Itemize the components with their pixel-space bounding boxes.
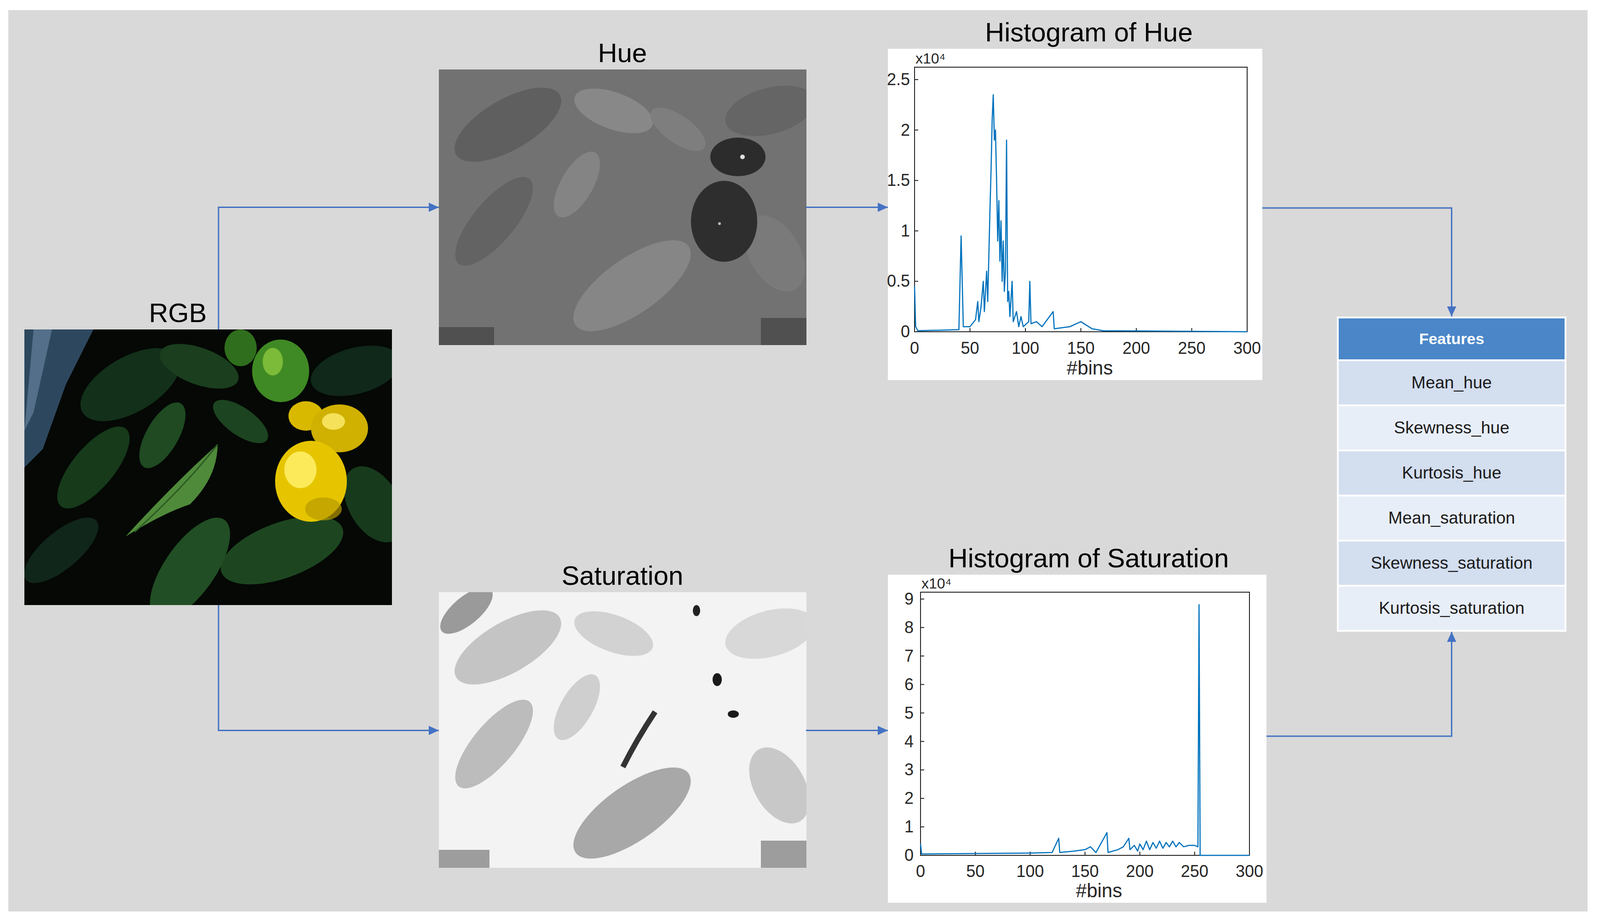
image-panel: Histogram of Saturation	[887, 574, 1267, 903]
feature-row: Kurtosis_saturation	[1338, 586, 1565, 630]
connector-line	[218, 604, 439, 731]
arrowhead	[877, 725, 888, 736]
panel-heading: Saturation	[561, 560, 684, 592]
tick-label: 100	[1016, 862, 1044, 881]
tick-label: 0	[900, 322, 910, 341]
tick-label: 3	[904, 760, 914, 780]
tick-label: 7	[904, 646, 914, 666]
tick-label: 0	[915, 862, 926, 881]
feature-name: Kurtosis_saturation	[1378, 598, 1525, 619]
tick-label: 1	[900, 221, 910, 241]
tick-label: 6	[904, 675, 914, 694]
image-panel: Saturation	[438, 592, 806, 869]
feature-row: Mean_saturation	[1338, 496, 1565, 540]
feature-row: Kurtosis_hue	[1338, 451, 1565, 495]
axis-multiplier: x10⁴	[915, 50, 946, 67]
arrowhead	[1447, 306, 1457, 317]
flow-arrow	[805, 725, 888, 736]
feature-name: Mean_saturation	[1388, 508, 1516, 529]
axis-title: #bins	[1066, 357, 1113, 379]
arrowhead	[1447, 631, 1457, 642]
tick-label: 2	[900, 120, 910, 140]
saturation-plot	[887, 574, 1267, 903]
panel-heading: Histogram of Hue	[984, 17, 1193, 48]
tick-label: 250	[1177, 339, 1206, 358]
tick-label: 200	[1126, 862, 1154, 881]
flow-arrow	[218, 604, 439, 736]
tick-label: 50	[966, 862, 985, 881]
tick-label: 250	[1180, 862, 1209, 881]
tick-label: 2	[904, 789, 914, 808]
tick-label: 300	[1235, 862, 1264, 881]
feature-row: Mean_hue	[1338, 361, 1565, 405]
tick-label: 50	[960, 339, 979, 358]
tick-label: 2.5	[886, 70, 910, 89]
feature-row: Skewness_hue	[1338, 406, 1565, 450]
tick-label: 300	[1233, 339, 1261, 358]
feature-name: Mean_hue	[1411, 373, 1492, 393]
tick-label: 5	[904, 703, 914, 723]
arrowhead	[877, 202, 888, 213]
panel-heading: Hue	[598, 37, 647, 69]
saturation-image	[438, 592, 807, 868]
rgb-photo	[24, 329, 392, 605]
flow-arrow	[1266, 631, 1457, 737]
image-panel: Histogram of Hue	[887, 48, 1263, 380]
tick-label: 150	[1070, 862, 1099, 881]
tick-label: 4	[904, 732, 914, 751]
tick-label: 200	[1122, 339, 1151, 358]
flow-arrow	[218, 202, 439, 330]
connector-line	[1262, 207, 1452, 317]
tick-label: 0	[909, 339, 920, 358]
tick-label: 1.5	[886, 171, 910, 190]
connector-line	[1266, 631, 1452, 737]
arrowhead	[428, 725, 439, 736]
tick-label: 1	[904, 817, 914, 836]
image-panel: Hue	[438, 69, 806, 346]
arrowhead	[428, 202, 439, 213]
tick-label: 0.5	[886, 272, 910, 291]
tick-label: 9	[904, 589, 914, 609]
feature-table: FeaturesMean_hueSkewness_hueKurtosis_hue…	[1336, 316, 1567, 632]
feature-name: Skewness_saturation	[1370, 553, 1533, 574]
panel-heading: Histogram of Saturation	[948, 542, 1229, 574]
hue-plot	[887, 48, 1263, 380]
feature-name: Kurtosis_hue	[1402, 463, 1502, 484]
connector-line	[805, 206, 888, 208]
tick-label: 150	[1066, 339, 1095, 358]
flow-arrow	[1262, 207, 1457, 317]
image-panel: RGB	[24, 329, 392, 605]
feature-row: Skewness_saturation	[1338, 541, 1565, 585]
tick-label: 0	[904, 846, 914, 865]
flow-arrow	[805, 202, 888, 213]
connector-line	[805, 729, 888, 731]
hue-image	[438, 69, 807, 346]
connector-line	[218, 207, 439, 330]
panel-heading: RGB	[149, 297, 208, 329]
axis-title: #bins	[1076, 880, 1123, 902]
feature-name: Skewness_hue	[1393, 418, 1510, 438]
tick-label: 100	[1011, 339, 1040, 358]
table-header: Features	[1338, 318, 1565, 360]
tick-label: 8	[904, 618, 914, 637]
axis-multiplier: x10⁴	[921, 575, 952, 592]
